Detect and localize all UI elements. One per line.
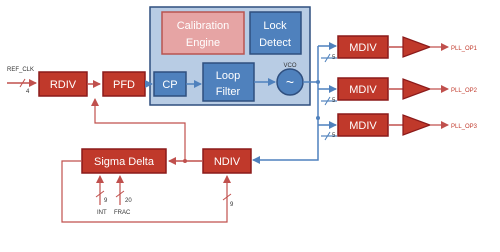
lock-detect-label-line2: Detect: [259, 37, 291, 49]
pll-op3-label: PLL_OP3: [451, 124, 478, 130]
mdiv-2-bus-width: 5: [332, 98, 336, 104]
rdiv-label: RDIV: [50, 79, 77, 91]
mdiv-1-block: MDIV: [337, 35, 389, 59]
frac-bus-width: 20: [125, 198, 132, 204]
sigma-delta-label: Sigma Delta: [94, 156, 155, 168]
lock-detect-block: Lock Detect: [249, 11, 302, 55]
junction-dot-3: [183, 159, 187, 163]
pfd-block: PFD: [102, 71, 146, 97]
pll-op2-label: PLL_OP2: [451, 88, 478, 94]
calibration-engine-block: Calibration Engine: [161, 11, 245, 55]
int-bus-slash: [95, 190, 105, 198]
mdiv-2-block: MDIV: [337, 77, 389, 101]
calibration-engine-label-line1: Calibration: [177, 20, 230, 32]
mdiv-1-label: MDIV: [349, 42, 377, 54]
wire-vco-to-ndiv: [252, 125, 319, 164]
vco-label: VCO: [283, 63, 296, 69]
junction-dot-2: [316, 116, 320, 120]
mdiv-3-bus-slash: [324, 131, 331, 141]
frac-label: FRAC: [114, 210, 131, 216]
cp-block: CP: [153, 71, 187, 97]
frac-bus-slash: [115, 190, 125, 198]
pfd-label: PFD: [113, 79, 135, 91]
output-buffer-3-icon: [402, 114, 432, 136]
ref-clk-bus-width: 4: [26, 89, 30, 95]
ref-clk-label: REF_CLK: [7, 67, 34, 73]
mdiv-3-label: MDIV: [349, 120, 377, 132]
mdiv-2-bus-slash: [324, 96, 331, 106]
loop-filter-block: Loop Filter: [202, 62, 255, 102]
ndiv-label: NDIV: [214, 156, 241, 168]
int-label: INT: [97, 210, 107, 216]
output-buffer-1-icon: [402, 36, 432, 58]
wire-sigma-delta-to-ndiv: [61, 160, 231, 223]
loop-filter-label-line2: Filter: [216, 86, 241, 98]
mdiv-3-bus-width: 5: [332, 133, 336, 139]
wire-feedback-to-pfd: [91, 98, 186, 148]
ndiv-block: NDIV: [202, 148, 252, 174]
loop-filter-label-line1: Loop: [216, 70, 240, 82]
mdiv-2-label: MDIV: [349, 84, 377, 96]
int-bus-width: 9: [104, 198, 108, 204]
output-buffer-2-icon: [402, 78, 432, 100]
calibration-engine-label-line2: Engine: [186, 37, 220, 49]
lock-detect-label-line1: Lock: [263, 20, 287, 32]
ndiv-bus-slash: [222, 193, 232, 201]
mdiv-1-bus-width: 5: [332, 55, 336, 61]
mdiv-1-bus-slash: [324, 53, 331, 63]
ref-clk-bus-slash: [19, 78, 26, 88]
mdiv-3-block: MDIV: [337, 113, 389, 137]
vco-symbol: ~: [286, 74, 294, 90]
rdiv-block: RDIV: [38, 71, 88, 97]
sigma-delta-block: Sigma Delta: [81, 148, 167, 174]
ndiv-bus-width: 9: [230, 202, 234, 208]
junction-dot-1: [316, 80, 320, 84]
cp-label: CP: [162, 79, 177, 91]
pll-op1-label: PLL_OP1: [451, 46, 478, 52]
